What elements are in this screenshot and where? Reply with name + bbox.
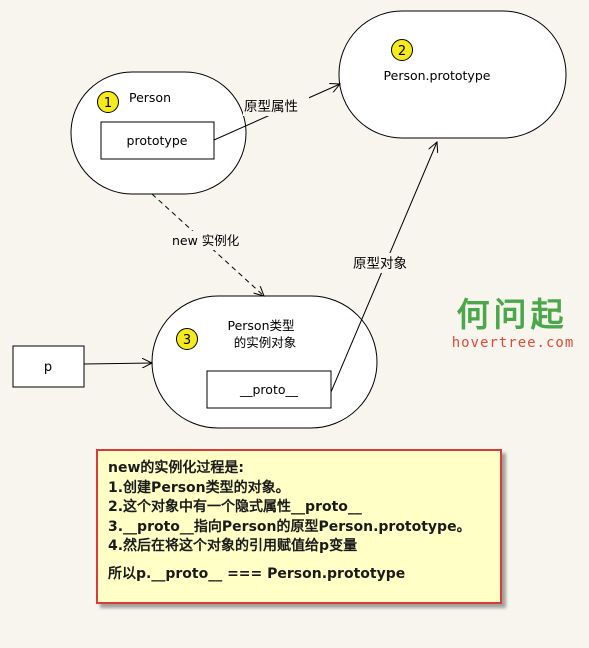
note-line-4: 3.__proto__指向Person的原型Person.prototype。 — [108, 518, 471, 535]
note-line-5: 4.然后在将这个对象的引用赋值给p变量 — [108, 538, 358, 554]
person-prototype-field — [100, 121, 215, 160]
edge-label-prototype-object: 原型对象 — [353, 256, 407, 272]
person-prototype-label: prototype — [127, 133, 188, 148]
edge-label-bg-2 — [169, 231, 249, 250]
note-conclusion: 所以p.__proto__ === Person.prototype — [108, 565, 406, 582]
badge-instance-number: 3 — [183, 333, 191, 348]
instance-title-line1: Person类型 — [227, 318, 294, 333]
note-line-1: new的实例化过程是: — [108, 460, 244, 476]
note-line-2: 1.创建Person类型的对象。 — [108, 479, 290, 496]
instance-proto-label: __proto__ — [239, 382, 299, 397]
edge-p-to-instance — [83, 363, 152, 364]
edge-label-prototype-property: 原型属性 — [244, 99, 298, 115]
edge-label-bg-1 — [243, 96, 309, 116]
note-line-3: 2.这个对象中有一个隐式属性__proto__ — [108, 499, 362, 515]
explanation-note: new的实例化过程是: 1.创建Person类型的对象。 2.这个对象中有一个隐… — [96, 449, 502, 604]
note-spacer — [108, 557, 490, 565]
p-variable-label: p — [44, 360, 52, 375]
prototype-title: Person.prototype — [384, 68, 491, 83]
badge-prototype — [391, 39, 413, 61]
edge-label-new-instantiation: new 实例化 — [172, 233, 240, 248]
badge-instance — [176, 328, 198, 350]
instance-proto-field — [206, 370, 332, 409]
p-variable-box — [12, 345, 85, 388]
badge-prototype-number: 2 — [398, 44, 406, 59]
watermark-url: hovertree.com — [452, 335, 575, 351]
edge-label-bg-3 — [352, 253, 418, 273]
watermark-brand: 何问起 — [457, 295, 568, 334]
badge-person — [97, 91, 119, 113]
badge-person-number: 1 — [104, 96, 112, 111]
instance-title-line2: 的实例对象 — [234, 335, 297, 350]
person-title: Person — [129, 90, 171, 105]
